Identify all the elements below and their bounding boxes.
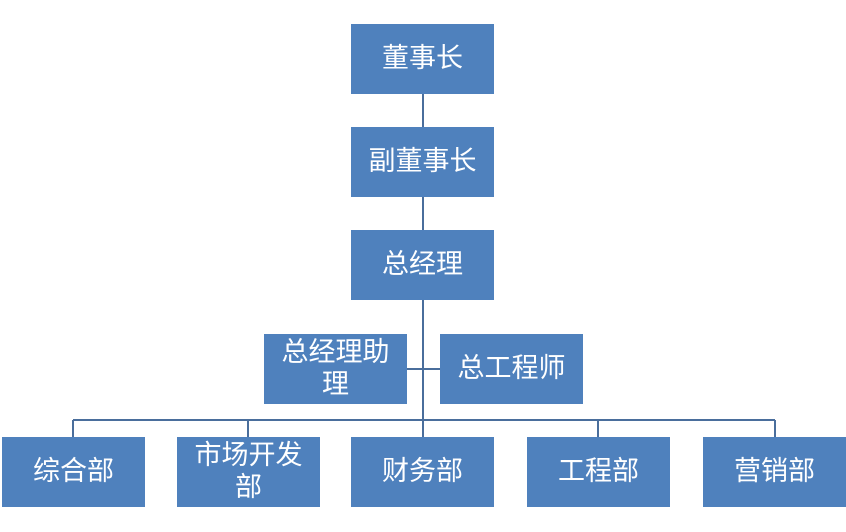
gm-assistant-box: 总经理助理: [264, 334, 407, 404]
chairman-box: 董事长: [351, 24, 494, 94]
department-box-marketing: 营销部: [703, 437, 846, 507]
vice-chairman-box: 副董事长: [351, 127, 494, 197]
department-box-engineering: 工程部: [527, 437, 670, 507]
department-box-market-development: 市场开发部: [177, 437, 320, 507]
chief-engineer-box: 总工程师: [440, 334, 583, 404]
department-box-general-affairs: 综合部: [2, 437, 145, 507]
general-manager-box: 总经理: [351, 230, 494, 300]
department-box-finance: 财务部: [351, 437, 494, 507]
